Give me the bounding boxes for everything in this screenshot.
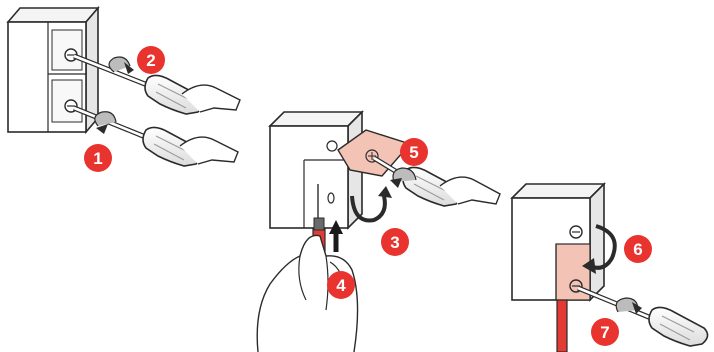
terminal-plate-open	[337, 129, 412, 177]
svg-text:4: 4	[336, 276, 346, 295]
rotate-arrow-icon	[94, 111, 117, 134]
rotate-arrow-icon	[615, 297, 642, 314]
panel-step-3-4-5: 5 3 4	[256, 110, 501, 352]
step-badge-3: 3	[381, 228, 409, 256]
step-badge-6: 6	[624, 235, 652, 263]
step-badge-2: 2	[137, 46, 165, 74]
step-badge-5: 5	[400, 138, 428, 166]
step-badge-1: 1	[84, 144, 112, 172]
rotate-arrow-icon	[350, 186, 392, 223]
svg-text:2: 2	[146, 51, 155, 70]
panel-step-6-7: 6 7	[510, 182, 709, 352]
svg-text:7: 7	[600, 323, 609, 342]
svg-text:6: 6	[633, 240, 642, 259]
step-badge-7: 7	[591, 318, 619, 346]
svg-text:1: 1	[93, 149, 102, 168]
svg-text:3: 3	[390, 233, 399, 252]
terminal-block-3	[510, 182, 606, 302]
rotate-arrow-icon	[582, 224, 617, 274]
screwdriver-icon	[73, 53, 241, 115]
insert-arrow-icon	[329, 220, 343, 252]
terminal-block-2	[268, 110, 364, 230]
panel-step-1-2: 2 1	[6, 5, 241, 172]
rotate-arrow-icon	[390, 167, 417, 188]
red-wire	[556, 299, 568, 352]
svg-text:5: 5	[409, 143, 418, 162]
step-badge-4: 4	[327, 271, 355, 299]
screwdriver-icon	[73, 105, 239, 167]
rotate-arrow-icon	[108, 56, 134, 74]
